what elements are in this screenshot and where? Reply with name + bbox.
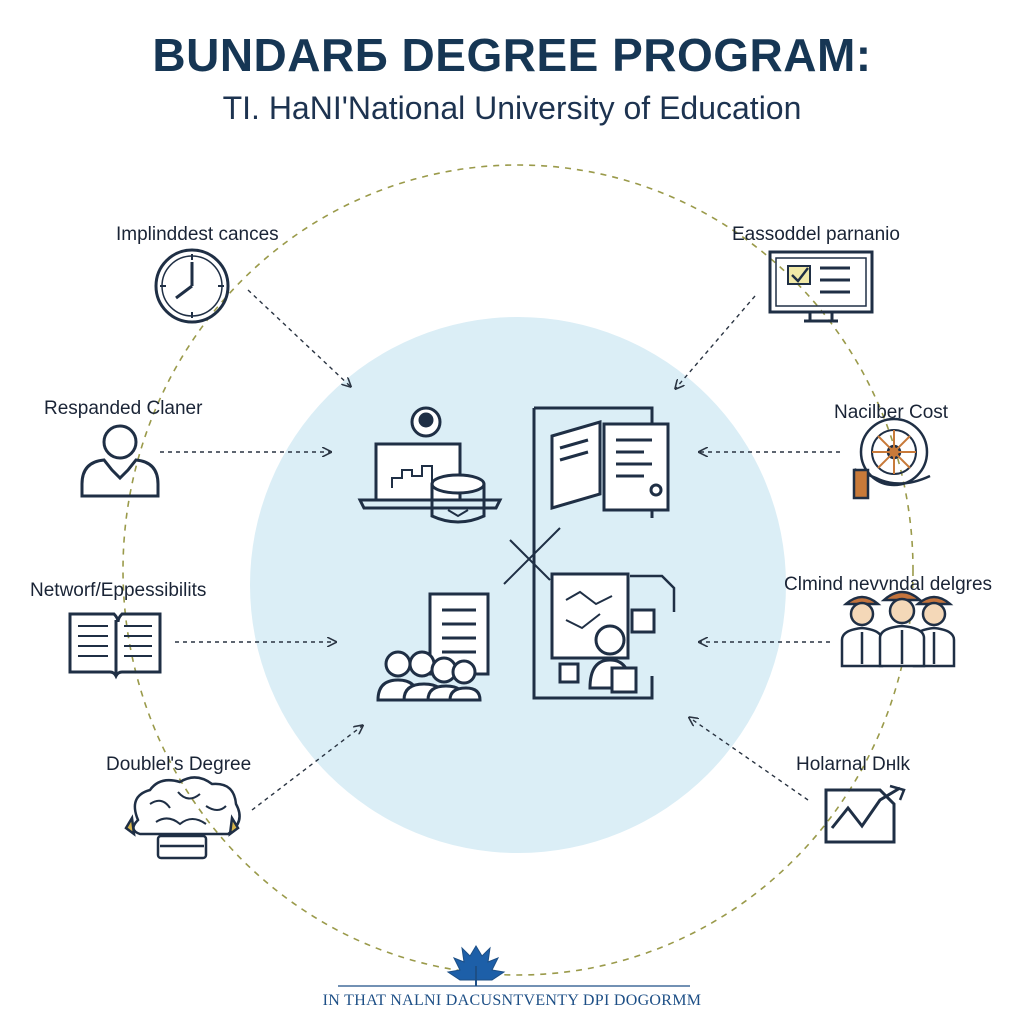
node-label-implinddest-cances: Implinddest cances (116, 224, 279, 245)
map-documents-icon (532, 572, 676, 700)
laptop-chart-icon (357, 406, 503, 524)
node-label-holarnal-dnlk: Holarnal Dнlk (796, 754, 910, 775)
arrow-1 (247, 289, 350, 386)
cross-mark (503, 527, 561, 585)
center-circle (250, 317, 786, 853)
open-book-icon (68, 612, 162, 680)
node-label-doublels-degree: Doublel's Degree (106, 754, 252, 775)
footer-text: IN THAT NALNI DACUSNTVENTY DPI DOGORMM (322, 992, 702, 1009)
node-label-respanded-claner: Respanded Claner (44, 398, 203, 419)
page-subtitle: TI. HaNI'National University of Educatio… (222, 90, 802, 126)
books-papers-icon (532, 406, 670, 580)
node-label-clmind-nevvndal-delgres: Clmind nevvndal delgres (784, 574, 993, 595)
node-label-eassoddel-parnanio: Eassoddel parnanio (732, 224, 900, 245)
coin-hand-icon (852, 417, 931, 500)
arrow-2 (676, 295, 756, 388)
page-title: BUNDARБ DEGREE PROGRAM: (152, 29, 872, 81)
chart-document-icon (824, 784, 906, 844)
group-workers-icon (840, 590, 956, 668)
audience-document-icon (376, 592, 490, 702)
node-label-network-possibilities: Networf/Eppessibilits (30, 580, 207, 601)
arrow-7 (251, 726, 362, 811)
maple-leaf-logo-icon (338, 945, 690, 987)
outer-dashed-ring (122, 164, 914, 976)
connector-arrows (160, 289, 840, 811)
monitor-checklist-icon (768, 250, 874, 323)
clock-icon (154, 248, 230, 324)
person-icon (80, 424, 160, 498)
node-label-nacilber-cost: Nacilber Cost (834, 402, 949, 423)
brain-icon (124, 776, 241, 860)
